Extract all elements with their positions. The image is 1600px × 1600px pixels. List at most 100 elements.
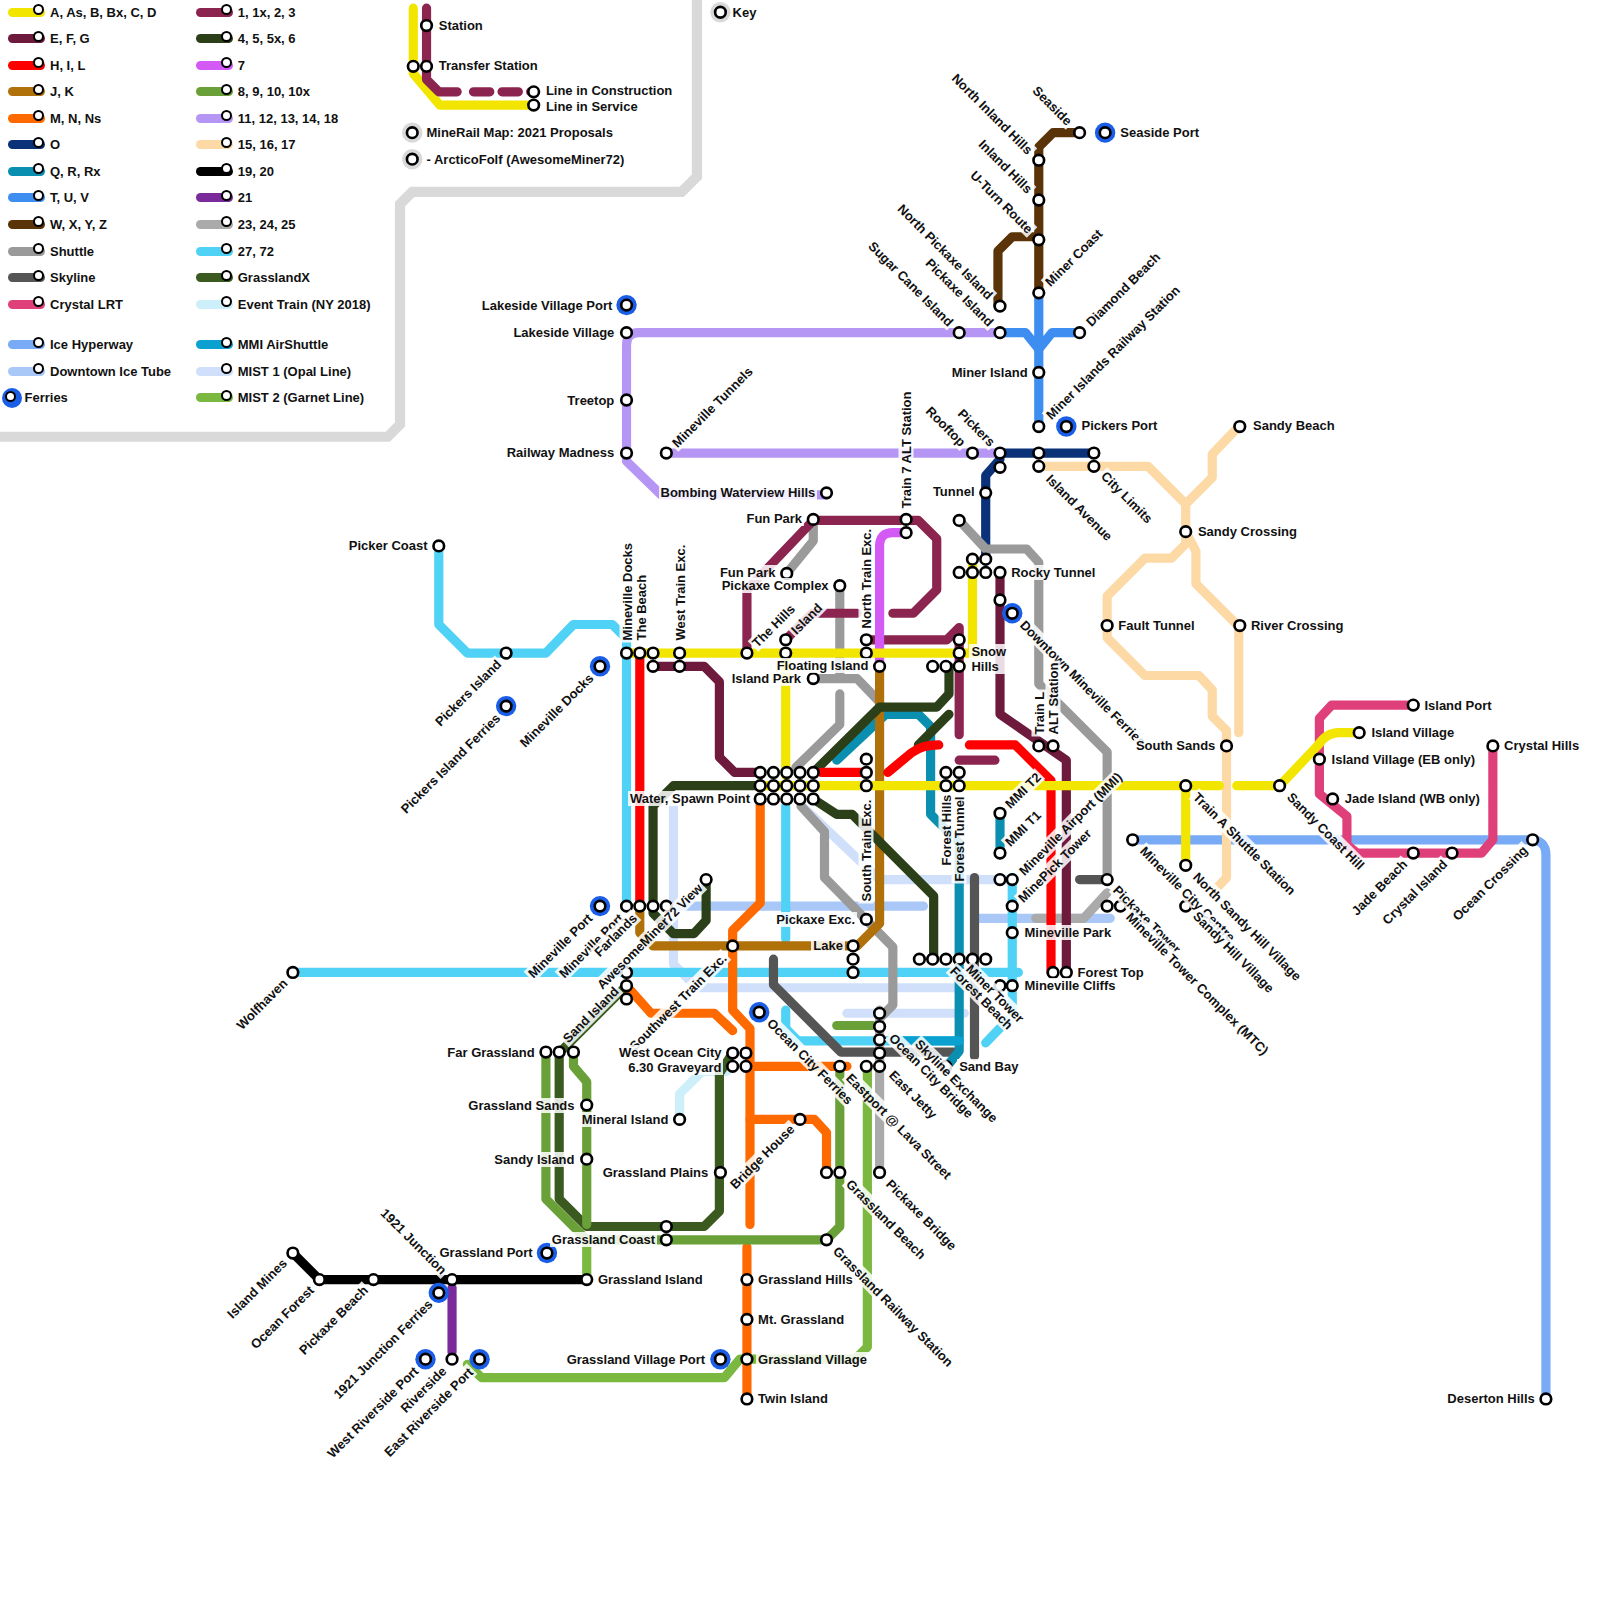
station-dot — [808, 780, 819, 791]
station-label: Wolfhaven — [232, 974, 292, 1034]
legend-swatch — [8, 167, 45, 176]
station-dot — [781, 568, 792, 579]
station-dot — [780, 634, 791, 645]
station-label: Island Port — [1422, 698, 1493, 713]
station-label: West Train Exc. — [672, 543, 687, 643]
station-dot — [501, 648, 512, 659]
legend-dot — [33, 137, 44, 148]
station-dot — [755, 767, 766, 778]
rail-line — [573, 1052, 586, 1224]
ferry-terminal — [616, 295, 636, 315]
rail-line — [1034, 293, 1043, 427]
key-line — [413, 8, 533, 105]
legend-dot — [33, 110, 44, 121]
station-dot — [954, 661, 965, 672]
station-label: South Train Exc. — [859, 797, 874, 903]
rail-line — [635, 653, 644, 906]
station-label: Grassland Island — [596, 1272, 705, 1287]
station-dot — [927, 661, 938, 672]
ferry-terminal — [469, 1349, 489, 1369]
station-label: Grassland Plains — [601, 1165, 711, 1180]
station-label: Picker Coast — [347, 538, 430, 553]
station-dot — [967, 448, 978, 459]
legend-text: T, U, V — [50, 190, 89, 205]
rail-line — [880, 533, 907, 667]
station-dot — [1074, 327, 1085, 338]
station-dot — [1180, 860, 1191, 871]
legend-text: 4, 5, 5x, 6 — [238, 31, 296, 46]
legend-swatch — [196, 87, 233, 96]
station-dot — [1527, 834, 1538, 845]
station-dot — [768, 794, 779, 805]
station-dot — [1180, 526, 1191, 537]
station-label: Fault Tunnel — [1116, 618, 1196, 633]
legend-text: O — [50, 137, 60, 152]
station-label: MineRail Map: 2021 Proposals — [424, 125, 614, 140]
station-dot — [407, 154, 418, 165]
station-label: Mineville Docks — [619, 541, 634, 643]
rail-line — [875, 1010, 884, 1173]
station-dot — [674, 1114, 685, 1125]
legend-text: 11, 12, 13, 14, 18 — [238, 111, 338, 126]
legend-swatch — [196, 8, 233, 17]
station-dot — [314, 1274, 325, 1285]
station-dot — [927, 954, 938, 965]
legend-swatch — [8, 367, 45, 376]
legend-text: MMI AirShuttle — [238, 337, 329, 352]
station-dot — [861, 767, 872, 778]
legend-dot — [33, 243, 44, 254]
station-dot — [980, 567, 991, 578]
station-dot — [288, 1248, 299, 1259]
legend-dot — [221, 31, 232, 42]
legend-swatch — [8, 300, 45, 309]
station-dot — [1048, 741, 1059, 752]
station-dot — [1007, 927, 1018, 938]
legend-text: 27, 72 — [238, 244, 274, 259]
station-dot — [1354, 727, 1365, 738]
station-dot — [1234, 620, 1245, 631]
station-dot — [1327, 794, 1338, 805]
station-dot — [1089, 461, 1100, 472]
station-dot — [914, 954, 925, 965]
station-label: Train L — [1031, 690, 1046, 737]
legend-dot — [33, 31, 44, 42]
station-dot — [808, 673, 819, 684]
station-label: Twin Island — [756, 1391, 830, 1406]
legend-swatch — [8, 87, 45, 96]
rail-line — [1319, 705, 1492, 853]
station-dot — [954, 515, 965, 526]
legend-dot — [221, 216, 232, 227]
station-dot — [768, 767, 779, 778]
station-dot — [995, 808, 1006, 819]
station-dot — [420, 1354, 431, 1365]
rail-line — [837, 714, 959, 1066]
legend-swatch — [196, 140, 233, 149]
station-dot — [742, 1394, 753, 1405]
station-dot — [661, 1221, 672, 1232]
rail-line — [293, 968, 1019, 977]
rail-line — [837, 1021, 873, 1030]
station-dot — [648, 648, 659, 659]
station-dot — [715, 1167, 726, 1178]
station-dot — [621, 300, 632, 311]
legend-dot — [221, 137, 232, 148]
station-dot — [1447, 848, 1458, 859]
legend-dot — [221, 243, 232, 254]
station-label: Lakeside Village — [511, 325, 616, 340]
station-label: 6.30 Graveyard — [626, 1060, 723, 1075]
station-label: Grassland Coast — [550, 1232, 657, 1247]
station-dot — [1314, 754, 1325, 765]
station-dot — [715, 1354, 726, 1365]
rail-line — [813, 679, 879, 702]
station-label: Treetop — [565, 393, 616, 408]
station-dot — [754, 1007, 765, 1018]
station-label: Miner Coast — [1041, 225, 1107, 291]
station-dot — [874, 1034, 885, 1045]
legend-swatch — [8, 247, 45, 256]
rail-line — [439, 546, 627, 906]
station-label: Station — [437, 18, 485, 33]
station-dot — [621, 448, 632, 459]
station-label: Line in Service — [544, 99, 640, 114]
legend-dot — [221, 390, 232, 401]
